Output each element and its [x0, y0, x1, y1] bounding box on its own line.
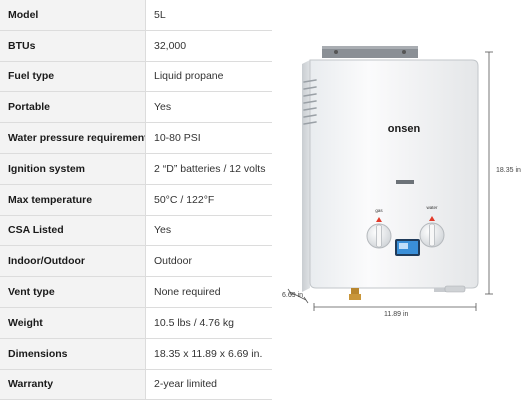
spec-value: Liquid propane: [145, 60, 272, 93]
spec-value: None required: [145, 276, 272, 308]
spec-label: Indoor/Outdoor: [0, 245, 146, 278]
water-label: water: [426, 205, 438, 210]
height-dimension-label: 18.35 in: [496, 167, 521, 174]
depth-dimension-label: 6.69 in: [282, 292, 304, 299]
spec-label: Water pressure requirement: [0, 122, 146, 154]
spec-label: Dimensions: [0, 337, 146, 370]
spec-label: Model: [0, 0, 146, 31]
spec-label: Max temperature: [0, 183, 146, 216]
gas-knob: [366, 217, 392, 249]
vent-slots: [303, 79, 317, 125]
gas-label: gas: [375, 208, 383, 213]
spec-label: BTUs: [0, 29, 146, 62]
spec-value: 5L: [145, 0, 272, 31]
spec-label: CSA Listed: [0, 214, 146, 247]
spec-value: Yes: [145, 214, 272, 247]
spec-value: 10.5 lbs / 4.76 kg: [145, 306, 272, 339]
temperature-display: [395, 239, 420, 256]
heater-side: [302, 60, 310, 292]
brand-logo: onsen: [388, 123, 421, 135]
spec-label: Vent type: [0, 276, 146, 308]
depth-dimension: [287, 288, 309, 304]
spec-label: Portable: [0, 91, 146, 124]
spec-value: 32,000: [145, 29, 272, 62]
spec-value: Yes: [145, 91, 272, 124]
spec-value: 10-80 PSI: [145, 122, 272, 154]
spec-value: 18.35 x 11.89 x 6.69 in.: [145, 337, 272, 370]
spec-label: Ignition system: [0, 152, 146, 185]
spec-label: Warranty: [0, 368, 146, 401]
spec-value: Outdoor: [145, 245, 272, 278]
flame-window: [396, 180, 414, 184]
spec-value: 50°C / 122°F: [145, 183, 272, 216]
width-dimension-label: 11.89 in: [384, 311, 409, 318]
mounting-bracket: [322, 46, 418, 58]
height-dimension: [485, 51, 493, 295]
water-outlet: [434, 285, 466, 293]
spec-label: Weight: [0, 306, 146, 339]
spec-label: Fuel type: [0, 60, 146, 93]
gas-inlet: [349, 288, 361, 300]
heater-body: [309, 59, 479, 289]
water-knob: [419, 216, 445, 248]
width-dimension: [313, 303, 477, 311]
water-heater-image: onsen gas water: [287, 46, 493, 311]
spec-value: 2-year limited: [145, 368, 272, 401]
spec-value: 2 “D” batteries / 12 volts: [145, 152, 272, 185]
